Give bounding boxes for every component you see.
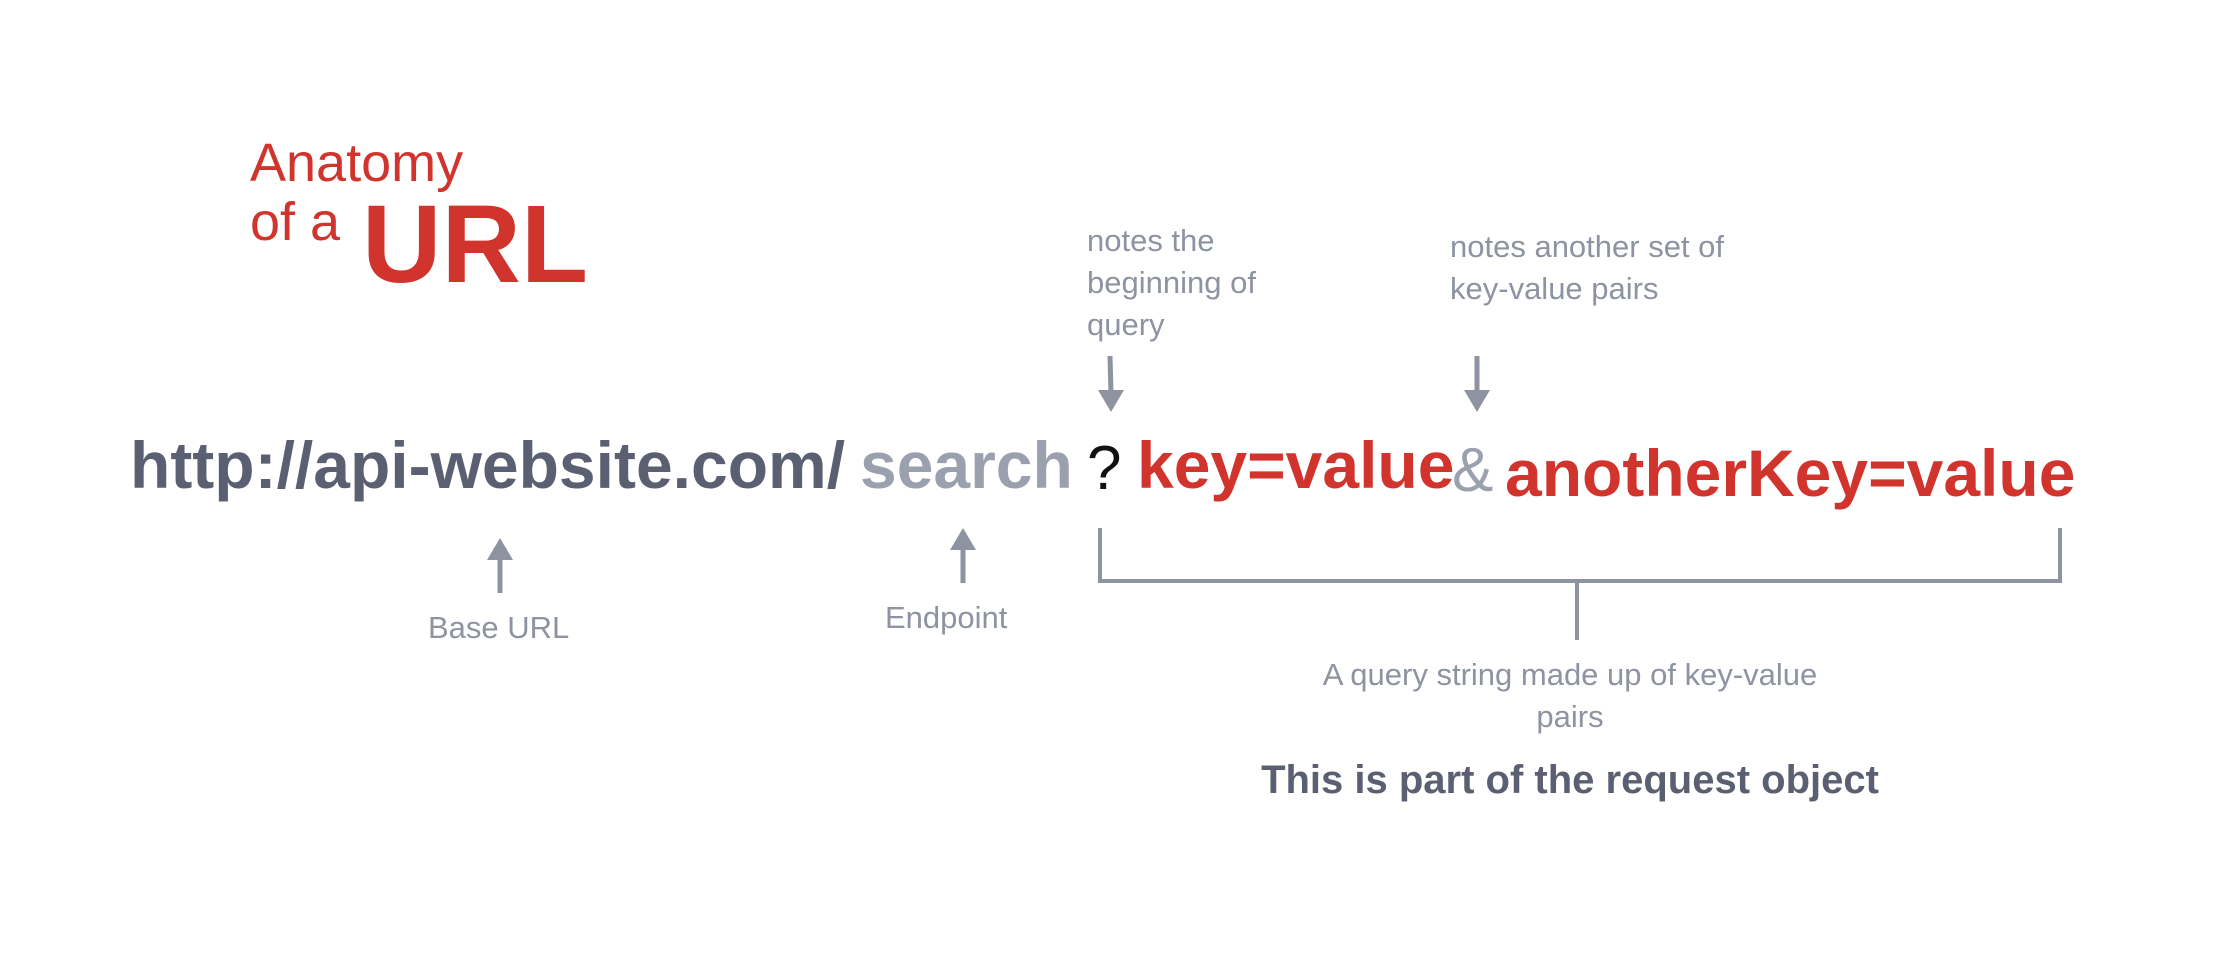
note-query-start: notes the beginning of query [1087,223,1256,342]
url-pair-2: anotherKey=value [1505,436,2076,510]
url-endpoint: search [860,428,1073,502]
url-query-start: ? [1087,434,1122,503]
url-pair-1: key=value [1137,428,1455,502]
note-another-pair: notes another set of key-value pairs [1450,229,1725,306]
query-bracket [1098,528,2062,583]
url-base: http://api-website.com/ [130,428,846,502]
title-of-a: of a [250,192,341,252]
url-separator: & [1452,436,1494,505]
arrow-head-endpoint [950,528,976,550]
query-string-description: A query string made up of key-value pair… [1322,657,1818,734]
arrow-head-query-start [1098,390,1124,412]
title-anatomy: Anatomy [250,133,464,193]
arrow-head-separator [1464,390,1490,412]
label-base-url: Base URL [428,610,570,645]
arrow-down-query-start [1107,355,1114,395]
request-object-note: This is part of the request object [1261,758,1879,802]
title-url: URL [362,183,589,306]
label-endpoint: Endpoint [885,600,1008,635]
arrow-head-base-url [487,538,513,560]
